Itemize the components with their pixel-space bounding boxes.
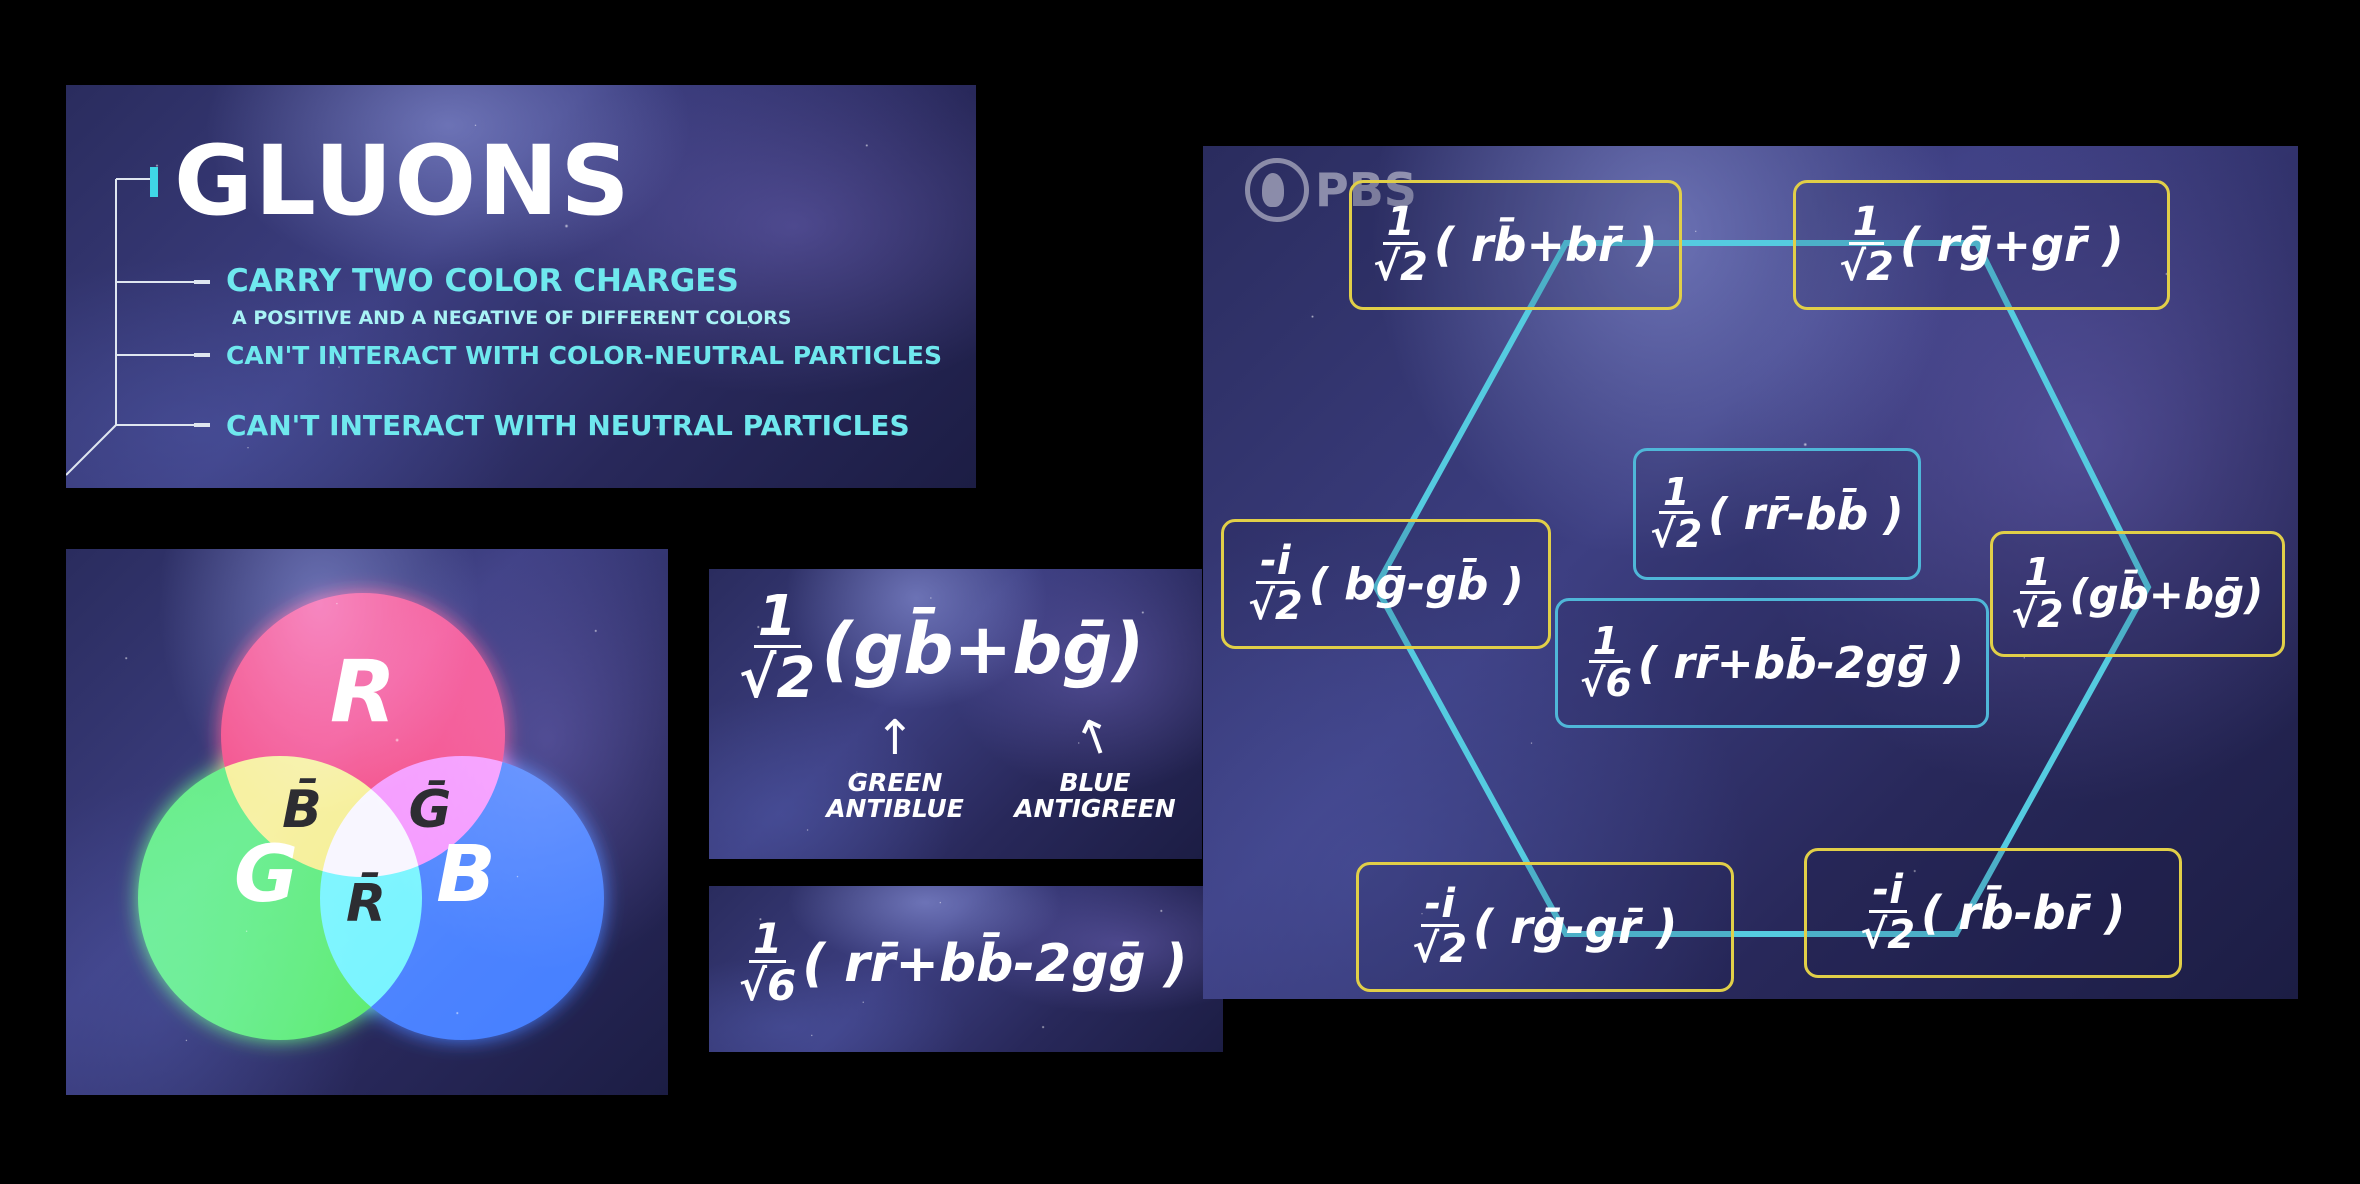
property-color-neutral: CAN'T INTERACT WITH COLOR-NEUTRAL PARTIC… [226, 341, 942, 370]
box-numerator: 1 [1848, 202, 1885, 245]
box-denominator: √6 [1580, 660, 1632, 705]
box-numerator: 1 [1588, 622, 1624, 663]
box-expression: ( rḡ-gr̄ ) [1473, 900, 1678, 954]
fraction-denominator: √2 [739, 646, 816, 711]
box-denominator: √2 [1373, 243, 1428, 290]
color-venn-panel: R G B B̄ Ḡ R̄ [66, 549, 668, 1095]
hexagon-edges [1372, 240, 2152, 937]
gluon-octet-hexagon-panel: PBS 1√2 ( rb̄+br̄ ) 1√2 ( rḡ+gr̄ ) -i√2 … [1203, 146, 2298, 999]
state-box-center-top: 1√2 ( rr̄-bb̄ ) [1633, 448, 1921, 580]
formula-fraction: 1 √2 [739, 589, 815, 710]
property-carry-charges: CARRY TWO COLOR CHARGES [226, 263, 739, 299]
formula-expression: ( rr̄+bb̄-2gḡ ) [802, 933, 1188, 994]
gluons-panel: GLUONS CARRY TWO COLOR CHARGES A POSITIV… [66, 85, 976, 488]
box-numerator: 1 [2020, 553, 2055, 594]
pbs-logo-text: PBS [1315, 163, 1417, 217]
box-denominator: √2 [1248, 582, 1303, 629]
fraction-denominator: √6 [739, 961, 797, 1010]
fraction-numerator: 1 [749, 918, 787, 963]
box-denominator: √2 [1650, 511, 1703, 556]
venn-diagram: R G B B̄ Ḡ R̄ [138, 593, 604, 1040]
state-box-mid-right: 1√2 (gb̄+bḡ) [1990, 531, 2285, 657]
venn-overlap-antigreen: Ḡ [409, 780, 452, 840]
fraction-numerator: 1 [753, 589, 801, 648]
tree-lines [66, 178, 210, 476]
box-denominator: √2 [1860, 911, 1916, 958]
state-box-bottom-left: -i√2 ( rḡ-gr̄ ) [1356, 862, 1734, 992]
venn-label-green: G [234, 830, 298, 920]
annotation-line2: ANTIGREEN [1014, 794, 1176, 824]
box-expression: ( bḡ-gb̄ ) [1308, 558, 1524, 610]
box-expression: ( rr̄-bb̄ ) [1708, 488, 1904, 540]
state-box-center-bottom: 1√6 ( rr̄+bb̄-2gḡ ) [1555, 598, 1989, 728]
box-denominator: √2 [2011, 591, 2064, 636]
formula-expression: (gb̄+bḡ) [821, 608, 1145, 691]
pbs-logo: PBS [1245, 158, 1417, 222]
annotation-line2: ANTIBLUE [826, 794, 964, 824]
box-expression: (gb̄+bḡ) [2069, 569, 2264, 619]
box-denominator: √2 [1412, 925, 1468, 972]
blue-circle [320, 756, 604, 1040]
page-title: GLUONS [174, 125, 632, 237]
state-box-bottom-right: -i√2 ( rb̄-br̄ ) [1804, 848, 2182, 978]
gluon-formula-panel-2: 1 √6 ( rr̄+bb̄-2gḡ ) [709, 886, 1223, 1052]
venn-label-blue: B [436, 830, 495, 920]
formula-main: 1 √2 (gb̄+bḡ) [739, 589, 1144, 710]
box-denominator: √2 [1839, 243, 1894, 290]
annotation-blue-antigreen: ↑ BLUE ANTIGREEN [1005, 705, 1185, 824]
formula-fraction: 1 √6 [739, 918, 796, 1009]
box-numerator: 1 [1382, 202, 1419, 245]
venn-overlap-antired: R̄ [346, 872, 386, 934]
venn-overlap-antiblue: B̄ [282, 778, 322, 840]
box-expression: ( rb̄+br̄ ) [1433, 218, 1658, 272]
property-neutral: CAN'T INTERACT WITH NEUTRAL PARTICLES [226, 409, 910, 442]
pbs-head-icon [1245, 158, 1309, 222]
box-numerator: 1 [1659, 473, 1694, 514]
gluon-formula-panel: 1 √2 (gb̄+bḡ) ↑ GREEN ANTIBLUE ↑ BLUE AN… [709, 569, 1202, 859]
up-arrow-icon: ↑ [874, 710, 916, 766]
property-carry-charges-detail: A POSITIVE AND A NEGATIVE OF DIFFERENT C… [232, 307, 792, 329]
box-expression: ( rb̄-br̄ ) [1921, 886, 2126, 940]
box-numerator: -i [1256, 541, 1295, 584]
annotation-line1: BLUE [1059, 768, 1131, 797]
box-expression: ( rr̄+bb̄-2gḡ ) [1637, 637, 1964, 689]
state-box-top-right: 1√2 ( rḡ+gr̄ ) [1793, 180, 2170, 310]
state-box-top-left: 1√2 ( rb̄+br̄ ) [1349, 180, 1682, 310]
box-numerator: -i [1868, 870, 1907, 913]
annotation-green-antiblue: ↑ GREEN ANTIBLUE [825, 714, 965, 823]
annotation-line1: GREEN [847, 768, 943, 797]
formula-main: 1 √6 ( rr̄+bb̄-2gḡ ) [739, 918, 1188, 1009]
title-tick [150, 167, 158, 197]
state-box-mid-left: -i√2 ( bḡ-gb̄ ) [1221, 519, 1551, 649]
box-numerator: -i [1420, 884, 1459, 927]
venn-label-red: R [330, 642, 396, 742]
box-expression: ( rḡ+gr̄ ) [1899, 218, 2124, 272]
